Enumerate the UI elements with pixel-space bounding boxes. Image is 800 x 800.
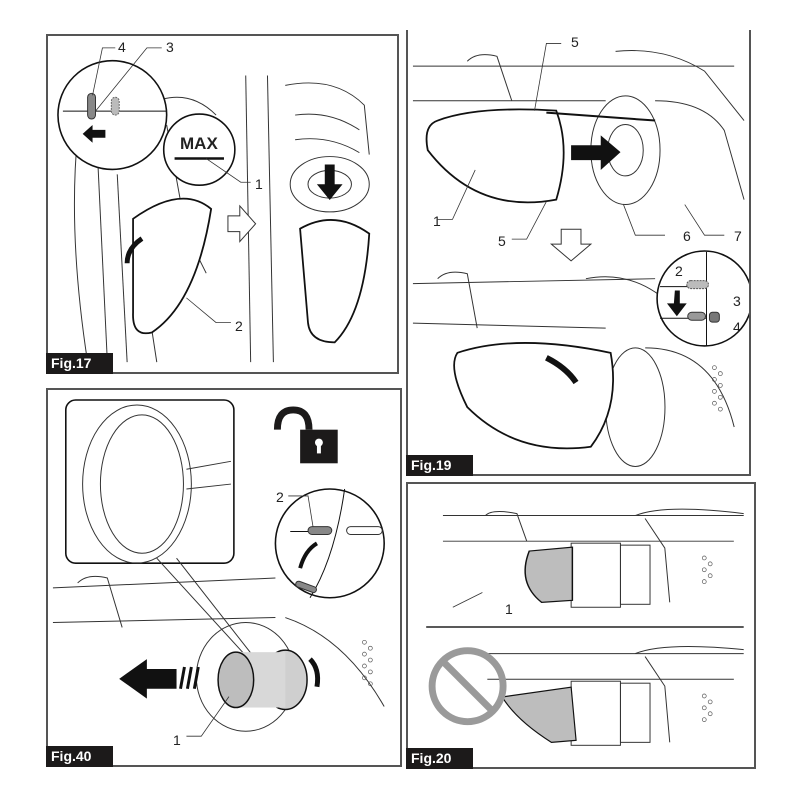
figure-20-illustration — [426, 508, 744, 746]
callout-2: 2 — [675, 263, 683, 279]
arrow-down-icon — [666, 290, 687, 317]
callout-4: 4 — [733, 319, 741, 335]
figure-40-illustration — [52, 399, 385, 737]
figure-label: Fig.20 — [406, 748, 474, 769]
callout-1: 1 — [255, 176, 263, 192]
callout-2: 2 — [276, 489, 284, 505]
nozzle-incorrect — [501, 686, 577, 743]
figure-17-illustration — [57, 47, 371, 363]
callout-2: 2 — [235, 318, 243, 334]
arrow-down-icon — [316, 164, 343, 201]
nozzle-correct — [524, 546, 574, 603]
magnifier-callout — [57, 59, 168, 171]
callout-1: 1 — [505, 601, 513, 617]
callout-6: 6 — [683, 228, 691, 244]
detail-inset — [65, 399, 235, 564]
magnifier-callout — [656, 250, 749, 347]
figure-40-panel: 2 1 Fig.40 — [46, 388, 402, 767]
figure-17-panel: 4 3 MAX 1 2 Fig.17 — [46, 34, 399, 374]
nozzle-right — [299, 219, 371, 344]
next-step-arrow-icon — [227, 204, 257, 243]
figure-19-panel: 5 1 5 6 7 2 3 4 Fig.19 — [406, 30, 751, 476]
arrow-left-icon — [119, 659, 177, 699]
max-callout — [162, 113, 236, 187]
magnifier-callout — [274, 488, 385, 599]
callout-4: 4 — [118, 39, 126, 55]
figure-20-panel: 1 Fig.20 — [406, 482, 756, 769]
nozzle-bottom — [453, 342, 614, 450]
figure-label: Fig.40 — [46, 746, 114, 767]
callout-3: 3 — [733, 293, 741, 309]
callout-1: 1 — [433, 213, 441, 229]
unlocked-padlock-icon — [273, 406, 338, 464]
max-label: MAX — [180, 134, 218, 153]
figure-label: Fig.19 — [406, 455, 474, 476]
arrow-up-icon — [298, 541, 319, 569]
figure-label: Fig.17 — [46, 353, 114, 374]
callout-5: 5 — [571, 34, 579, 50]
figure-19-illustration — [412, 43, 749, 467]
arrow-left-icon — [82, 124, 106, 143]
nozzle-top — [425, 108, 565, 204]
callout-5: 5 — [498, 233, 506, 249]
rotate-arrow-icon — [308, 657, 321, 688]
rotate-arrow-icon — [545, 355, 579, 385]
dust-cup — [217, 651, 255, 709]
next-step-arrow-icon — [549, 228, 593, 262]
rotate-arrow-icon — [124, 236, 144, 264]
callout-3: 3 — [166, 39, 174, 55]
callout-1: 1 — [173, 732, 181, 748]
callout-7: 7 — [734, 228, 742, 244]
prohibited-icon — [428, 647, 507, 726]
nozzle-left — [132, 197, 213, 335]
arrow-right-icon — [571, 135, 621, 170]
